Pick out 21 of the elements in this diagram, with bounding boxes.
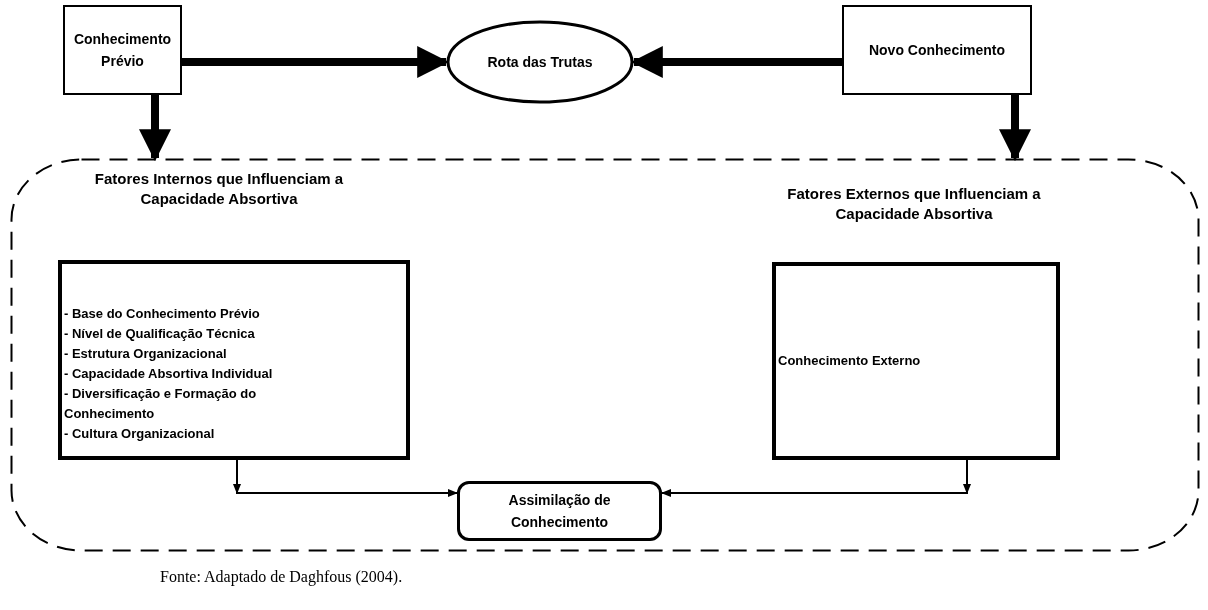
process-box — [842, 5, 1032, 95]
ellipse-node — [446, 20, 634, 104]
node-label: Assimilação de Conhecimento — [507, 491, 612, 532]
node-label: Conhecimento Prévio — [72, 30, 173, 71]
node-label: Novo Conhecimento — [868, 41, 1006, 60]
group-heading: Fatores Internos que Influenciam a Capacidade Absortiva — [93, 169, 345, 209]
dashed-region — [10, 158, 1200, 552]
process-box — [457, 481, 662, 541]
factor-item: - Estrutura Organizacional — [64, 345, 228, 363]
node-label: Rota das Trutas — [487, 53, 593, 72]
factor-item: Conhecimento Externo — [778, 352, 922, 370]
factor-item: - Nível de Qualificação Técnica — [64, 325, 256, 343]
arrow — [661, 459, 971, 497]
factor-item: - Diversificação e Formação do Conhecimento — [64, 385, 258, 423]
caption: Fonte: Adaptado de Daghfous (2004). — [160, 568, 403, 586]
process-box — [63, 5, 182, 95]
factor-item: - Capacidade Absortiva Individual — [64, 365, 274, 383]
factor-item: - Cultura Organizacional — [64, 425, 216, 443]
factor-item: - Base do Conhecimento Prévio — [64, 305, 261, 323]
group-heading: Fatores Externos que Influenciam a Capacidade Absortiva — [786, 184, 1042, 224]
arrow — [233, 459, 458, 497]
